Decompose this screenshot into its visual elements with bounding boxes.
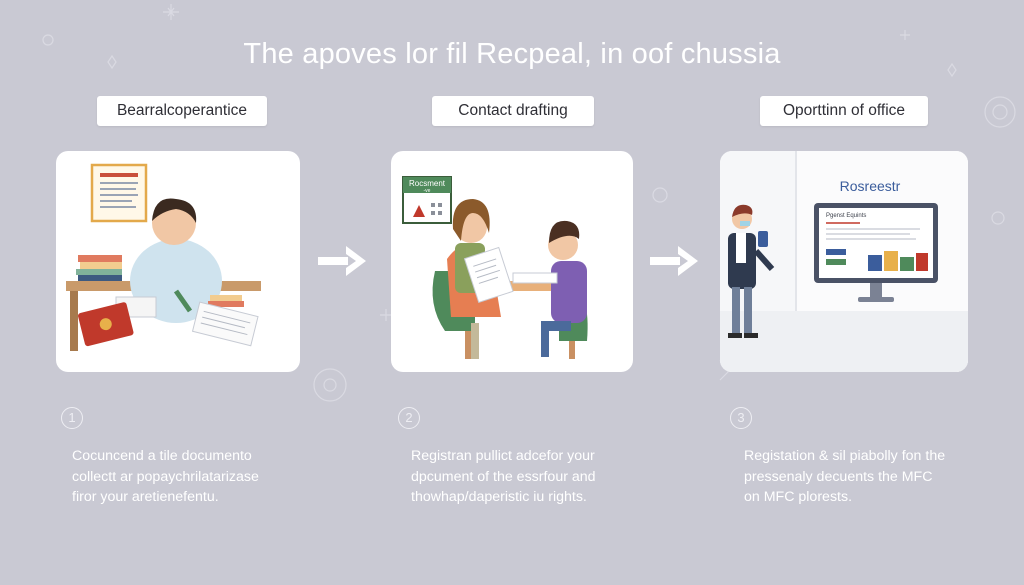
step-description-2: Registran pullict adcefor your dpcument … (411, 446, 651, 508)
description-line: thowhap/daperistic iu rights. (411, 489, 587, 505)
step-number-2: 2 (398, 407, 420, 429)
step-card-3: Rosreestr Pgenst Equints (720, 151, 968, 372)
step-description-3: Registation & sil piabolly fon the press… (744, 446, 984, 508)
description-line: Cocuncend a tile documento (72, 448, 252, 464)
description-line: Registran pullict adcefor your (411, 448, 595, 464)
screen-subheading: Pgenst Equints (826, 213, 866, 219)
step-number-3: 3 (730, 407, 752, 429)
arrow-right-icon (650, 246, 698, 276)
arrow-right-icon (318, 246, 366, 276)
description-line: on MFC plorests. (744, 489, 853, 505)
description-line: pressenaly decuents the MFC (744, 468, 933, 485)
description-line: collectt ar popaychrilatarizase (72, 468, 259, 485)
description-line: dpcument of the essrfour and (411, 468, 596, 485)
page-title: The apoves lor fil Recpeal, in oof chuss… (243, 38, 781, 70)
step-label-3: Oporttinn of office (760, 96, 928, 126)
illustration-contract-signing: Rocsment -ve (402, 176, 588, 359)
step-label-2: Contact drafting (432, 96, 594, 126)
illustration-registration-office: Rosreestr Pgenst Equints (720, 151, 968, 372)
poster-subtitle: -ve (424, 188, 431, 194)
step-card-1 (56, 151, 300, 372)
step-description-1: Cocuncend a tile documento collectt ar p… (72, 446, 312, 508)
illustration-person-at-desk (66, 163, 261, 351)
step-label-1: Bearralcoperantice (97, 96, 267, 126)
step-card-2: Rocsment -ve (391, 151, 633, 372)
screen-heading: Rosreestr (840, 178, 901, 194)
description-line: firor your aretienefentu. (72, 489, 219, 505)
poster-title: Rocsment (409, 179, 446, 188)
step-number-1: 1 (61, 407, 83, 429)
description-line: Registation & sil piabolly fon the (744, 448, 946, 464)
